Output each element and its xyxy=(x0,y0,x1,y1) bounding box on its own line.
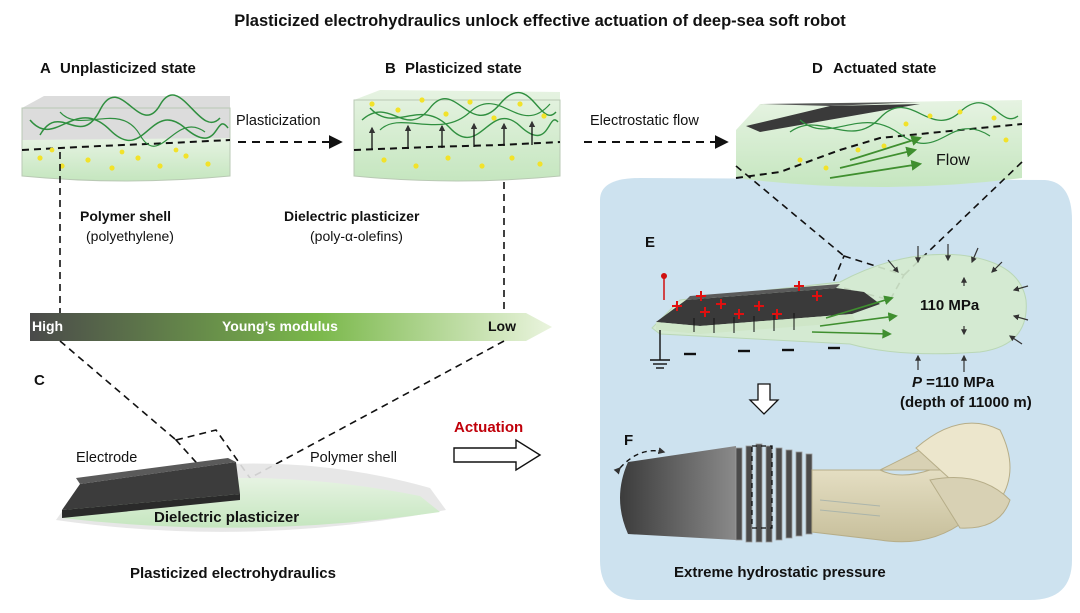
panel-b-letter: B xyxy=(385,60,396,77)
panel-d-heading: Actuated state xyxy=(833,60,937,77)
panel-a-block xyxy=(21,94,231,182)
actuation-arrow xyxy=(453,438,542,472)
modulus-high-label: High xyxy=(32,318,64,334)
modulus-low-label: Low xyxy=(488,318,516,334)
plasticized-electrohydraulics-caption: Plasticized electrohydraulics xyxy=(130,565,336,582)
modulus-title-label: Young’s modulus xyxy=(222,318,338,334)
panel-f-letter: F xyxy=(624,432,634,449)
pressure-label: P =110 MPa xyxy=(912,374,994,391)
pressure-value: =110 MPa xyxy=(922,374,995,391)
extreme-pressure-caption: Extreme hydrostatic pressure xyxy=(674,564,886,581)
deep-sea-region xyxy=(600,178,1072,600)
panel-a-heading: Unplasticized state xyxy=(60,60,196,77)
panel-f-robot xyxy=(613,422,1011,543)
panel-d-letter: D xyxy=(812,60,823,77)
flow-label: Flow xyxy=(936,152,970,169)
pressure-variable: P xyxy=(912,374,923,391)
panel-c-device xyxy=(56,458,446,532)
panel-e-device xyxy=(650,244,1029,372)
depth-label: (depth of 11000 m) xyxy=(900,394,1032,411)
panel-d-block xyxy=(735,100,1023,187)
figure-title: Plasticized electrohydraulics unlock eff… xyxy=(234,12,846,30)
youngs-modulus-bar xyxy=(30,313,552,341)
panel-b-heading: Plasticized state xyxy=(405,60,522,77)
electrostatic-flow-label: Electrostatic flow xyxy=(590,113,699,129)
panel-c-letter: C xyxy=(34,372,45,389)
electrode-label: Electrode xyxy=(76,450,138,466)
dielectric-plasticizer-label: Dielectric plasticizer xyxy=(284,208,420,224)
panel-b-block xyxy=(353,90,561,182)
polymer-shell-label: Polymer shell xyxy=(80,208,172,224)
poly-alpha-olefins-label: (poly-α-olefins) xyxy=(310,228,403,244)
panel-a-letter: A xyxy=(40,60,51,77)
polyethylene-label: (polyethylene) xyxy=(86,228,174,244)
pressure-inner-label: 110 MPa xyxy=(920,297,980,314)
panel-e-letter: E xyxy=(645,234,656,251)
actuation-label: Actuation xyxy=(454,419,524,436)
down-arrow xyxy=(748,383,780,415)
plasticization-label: Plasticization xyxy=(236,113,321,129)
polymer-shell-c-label: Polymer shell xyxy=(310,450,398,466)
dielectric-plasticizer-c-label: Dielectric plasticizer xyxy=(154,509,300,526)
